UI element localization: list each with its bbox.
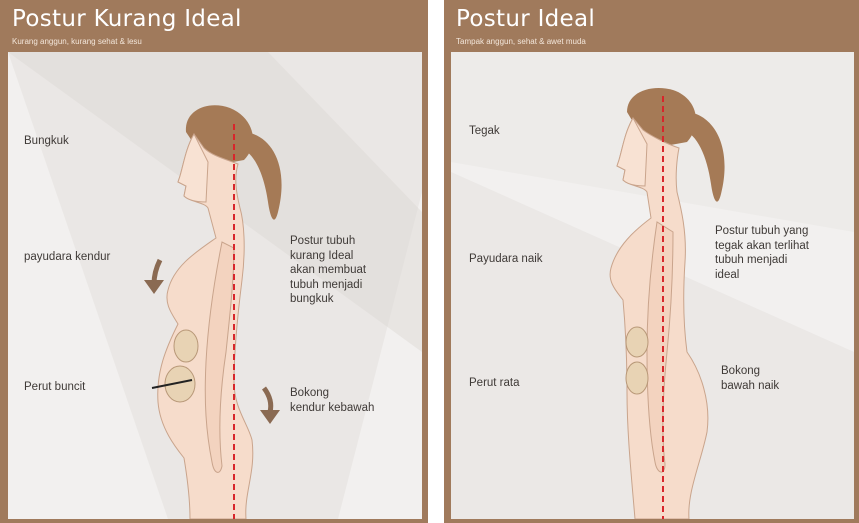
ideal-posture-figure	[451, 52, 854, 519]
belly-label: Perut rata	[469, 376, 520, 390]
poor-posture-subtitle: Kurang anggun, kurang sehat & lesu	[12, 37, 142, 46]
ideal-posture-panel: Postur Ideal Tampak anggun, sehat & awet…	[444, 0, 859, 523]
buttocks-label: Bokong kendur kebawah	[290, 386, 374, 415]
hunch-label: Bungkuk	[24, 134, 69, 148]
ideal-posture-description: Postur tubuh yang tegak akan terlihat tu…	[715, 224, 809, 282]
belly-label: Perut buncit	[24, 380, 85, 394]
poor-posture-title: Postur Kurang Ideal	[12, 6, 242, 32]
poor-posture-description: Postur tubuh kurang Ideal akan membuat t…	[290, 234, 366, 307]
chest-label: Payudara naik	[469, 252, 543, 266]
buttocks-label: Bokong bawah naik	[721, 364, 779, 393]
ideal-posture-illustration: Tegak Payudara naik Perut rata Postur tu…	[451, 52, 854, 519]
chest-label: payudara kendur	[24, 250, 110, 264]
ideal-posture-title: Postur Ideal	[456, 6, 595, 32]
stomach-organ	[626, 327, 648, 357]
poor-posture-panel: Postur Kurang Ideal Kurang anggun, kuran…	[0, 0, 428, 523]
poor-posture-illustration: Bungkuk payudara kendur Perut buncit Pos…	[8, 52, 422, 519]
ideal-posture-subtitle: Tampak anggun, sehat & awet muda	[456, 37, 586, 46]
intestine-organ	[626, 362, 648, 394]
stomach-organ	[174, 330, 198, 362]
upright-label: Tegak	[469, 124, 500, 138]
